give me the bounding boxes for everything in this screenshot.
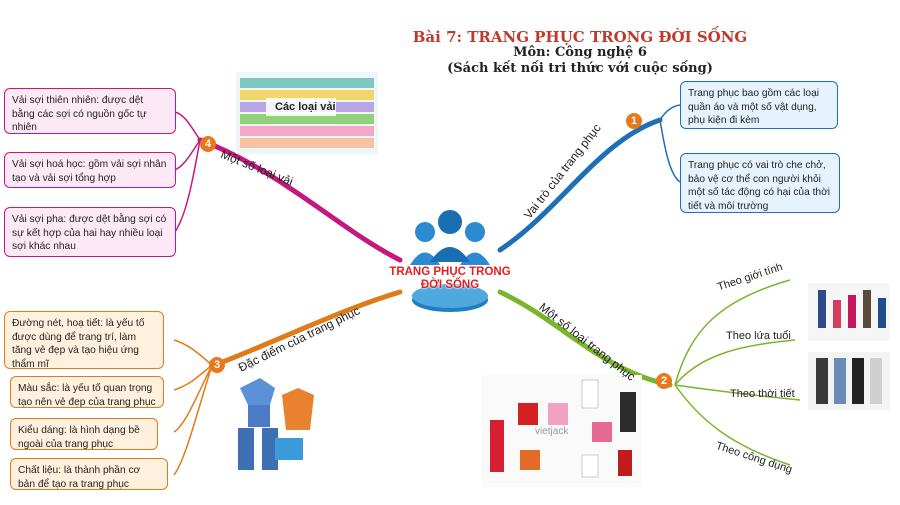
role-item-2: Trang phục có vai trò che chở, bảo vệ cơ… [680,153,840,213]
page-subject: Môn: Công nghệ 6 [513,45,647,60]
types-connector-1 [674,279,791,386]
fabrics-item-2: Vải sợi hoá học: gồm vải sợi nhân tạo và… [4,152,176,188]
branch-fabrics-number: 4 [200,136,216,152]
features-connector-4 [173,364,213,476]
fabrics-connector-2 [174,139,201,171]
clothing-illustration [238,378,314,470]
fabrics-item-1: Vải sợi thiên nhiên: được dệt bằng các s… [4,88,176,134]
page-book: (Sách kết nối tri thức với cuộc sống) [447,61,713,76]
role-connector-1 [659,104,681,121]
types-item-2: Theo lứa tuổi [726,330,791,342]
features-item-4: Chất liệu: là thành phần cơ bản để tạo r… [10,458,168,490]
center-people-icon [410,210,490,312]
features-connector-3 [173,364,213,433]
role-item-1: Trang phục bao gồm các loại quần áo và m… [680,81,838,129]
fabric-image-caption: Các loại vải [275,101,336,113]
fabrics-connector-3 [174,139,201,233]
features-item-1: Đường nét, hoạ tiết: là yếu tố được dùng… [4,311,164,370]
clothing-collection-image [482,375,642,487]
branch-fabrics-line [197,137,403,263]
features-item-2: Màu sắc: là yếu tố quan trọng tạo nên vẻ… [10,376,164,408]
features-connector-1 [173,339,213,366]
branch-types-line [497,289,673,388]
branch-features-number: 3 [209,357,225,373]
center-node-label: TRANG PHỤC TRONG ĐỜI SỐNG [389,266,511,291]
fabric-stack-image [236,72,378,154]
branch-role-number: 1 [626,113,642,129]
features-item-3: Kiểu dáng: là hình dạng bề ngoài của tra… [10,418,158,450]
branch-types-number: 2 [656,373,672,389]
people-photos [808,283,890,410]
types-connector-4 [674,384,791,466]
branch-role-line [497,117,663,253]
fabrics-connector-1 [174,111,201,141]
watermark: vietjack [535,426,569,437]
types-item-3: Theo thời tiết [730,388,795,400]
types-connector-2 [674,339,796,386]
branch-features-line [212,289,403,368]
page-title: Bài 7: TRANG PHỤC TRONG ĐỜI SỐNG [412,28,748,46]
role-connector-2 [659,119,681,183]
fabrics-item-3: Vải sợi pha: được dệt bằng sợi có sự kết… [4,207,176,257]
types-connector-3 [674,384,801,401]
